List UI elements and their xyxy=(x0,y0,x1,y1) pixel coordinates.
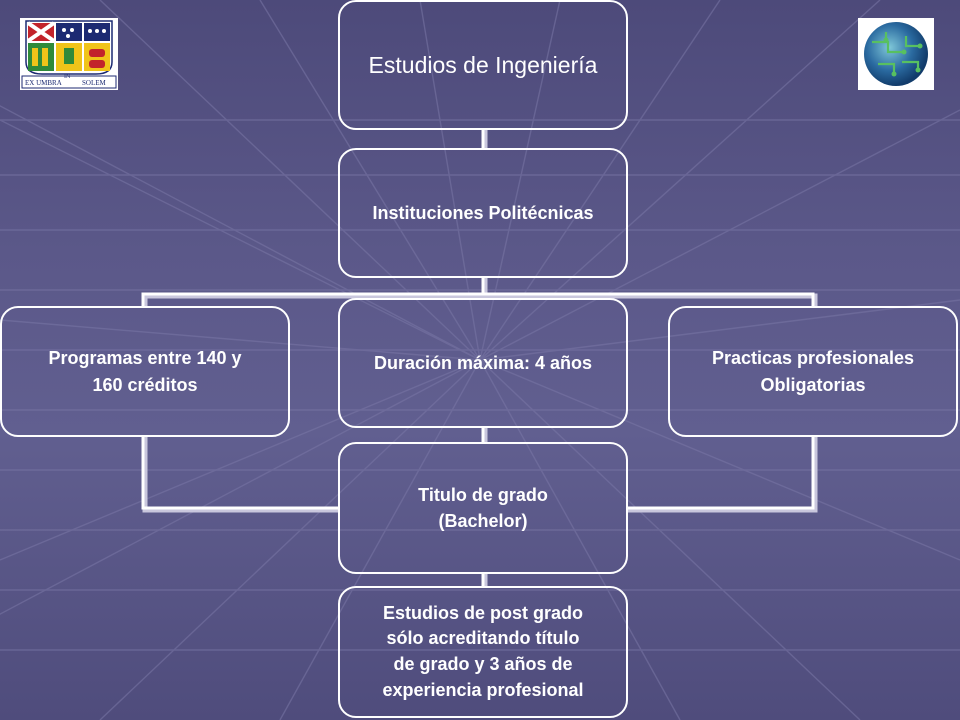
motto-right: SOLEM xyxy=(82,79,107,87)
node-estudios-ingenieria: Estudios de Ingeniería xyxy=(338,0,628,130)
motto-center: IN xyxy=(64,74,71,80)
node-titulo-grado: Titulo de grado (Bachelor) xyxy=(338,442,628,574)
node-practicas-profesionales: Practicas profesionales Obligatorias xyxy=(668,306,958,437)
university-crest-icon: EX UMBRA IN SOLEM xyxy=(20,18,118,90)
node-label: Practicas profesionales Obligatorias xyxy=(711,348,915,395)
node-label: Instituciones Politécnicas xyxy=(372,202,594,223)
node-duracion-maxima: Duración máxima: 4 años xyxy=(338,298,628,428)
node-instituciones-politecnicas: Instituciones Politécnicas xyxy=(338,148,628,278)
node-estudios-post-grado: Estudios de post grado sólo acreditando … xyxy=(338,586,628,718)
node-programas-creditos: Programas entre 140 y 160 créditos xyxy=(0,306,290,437)
node-label: Duración máxima: 4 años xyxy=(373,352,593,373)
node-label: Estudios de Ingeniería xyxy=(368,51,598,78)
globe-circuit-icon xyxy=(858,18,934,90)
node-label: Titulo de grado (Bachelor) xyxy=(418,484,548,531)
motto-left: EX UMBRA xyxy=(25,79,62,87)
node-label: Estudios de post grado sólo acreditando … xyxy=(382,602,584,700)
node-label: Programas entre 140 y 160 créditos xyxy=(48,348,242,395)
